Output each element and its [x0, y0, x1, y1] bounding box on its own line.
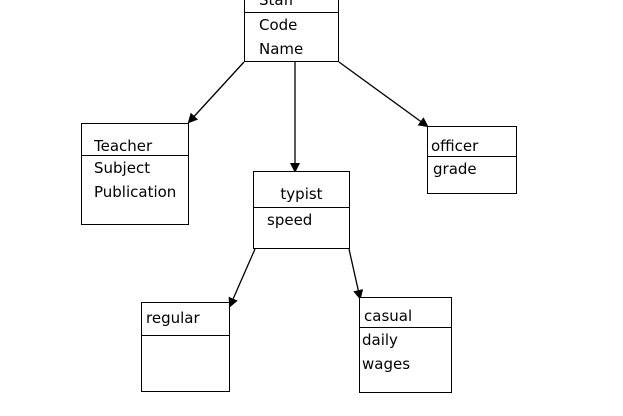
class-name-regular: regular — [142, 303, 229, 336]
class-name-casual: casual — [360, 298, 451, 328]
class-box-teacher: Teacher Subject Publication — [81, 123, 189, 225]
attribute-wages: wages — [362, 355, 411, 373]
attribute-name: Name — [259, 40, 304, 58]
class-attributes-teacher: Subject Publication — [82, 156, 188, 204]
class-name-teacher: Teacher — [82, 124, 188, 156]
class-box-casual: casual daily wages — [359, 297, 452, 393]
class-box-regular: regular — [141, 302, 230, 392]
attribute-code: Code — [259, 16, 298, 34]
arrow-typist-to-casual — [348, 248, 364, 300]
class-box-officer: officer grade — [427, 126, 517, 194]
class-attributes-officer: grade — [428, 157, 516, 181]
class-box-staff: Staff Code Name — [244, 0, 339, 62]
class-box-typist: typist speed — [253, 171, 350, 249]
class-name-typist: typist — [254, 172, 349, 208]
class-attributes-typist: speed — [254, 208, 349, 232]
class-name-staff: Staff — [245, 0, 338, 13]
arrow-staff-to-teacher — [187, 61, 245, 124]
class-attributes-staff: Code Name — [245, 13, 338, 61]
arrow-typist-to-regular — [228, 248, 256, 308]
class-attributes-casual: daily wages — [360, 328, 451, 376]
attribute-grade: grade — [433, 160, 477, 178]
class-name-officer: officer — [428, 127, 516, 157]
attribute-publication: Publication — [94, 183, 177, 201]
attribute-speed: speed — [267, 211, 313, 229]
attribute-daily: daily — [362, 331, 398, 349]
arrow-staff-to-officer — [338, 61, 429, 128]
attribute-subject: Subject — [94, 159, 151, 177]
